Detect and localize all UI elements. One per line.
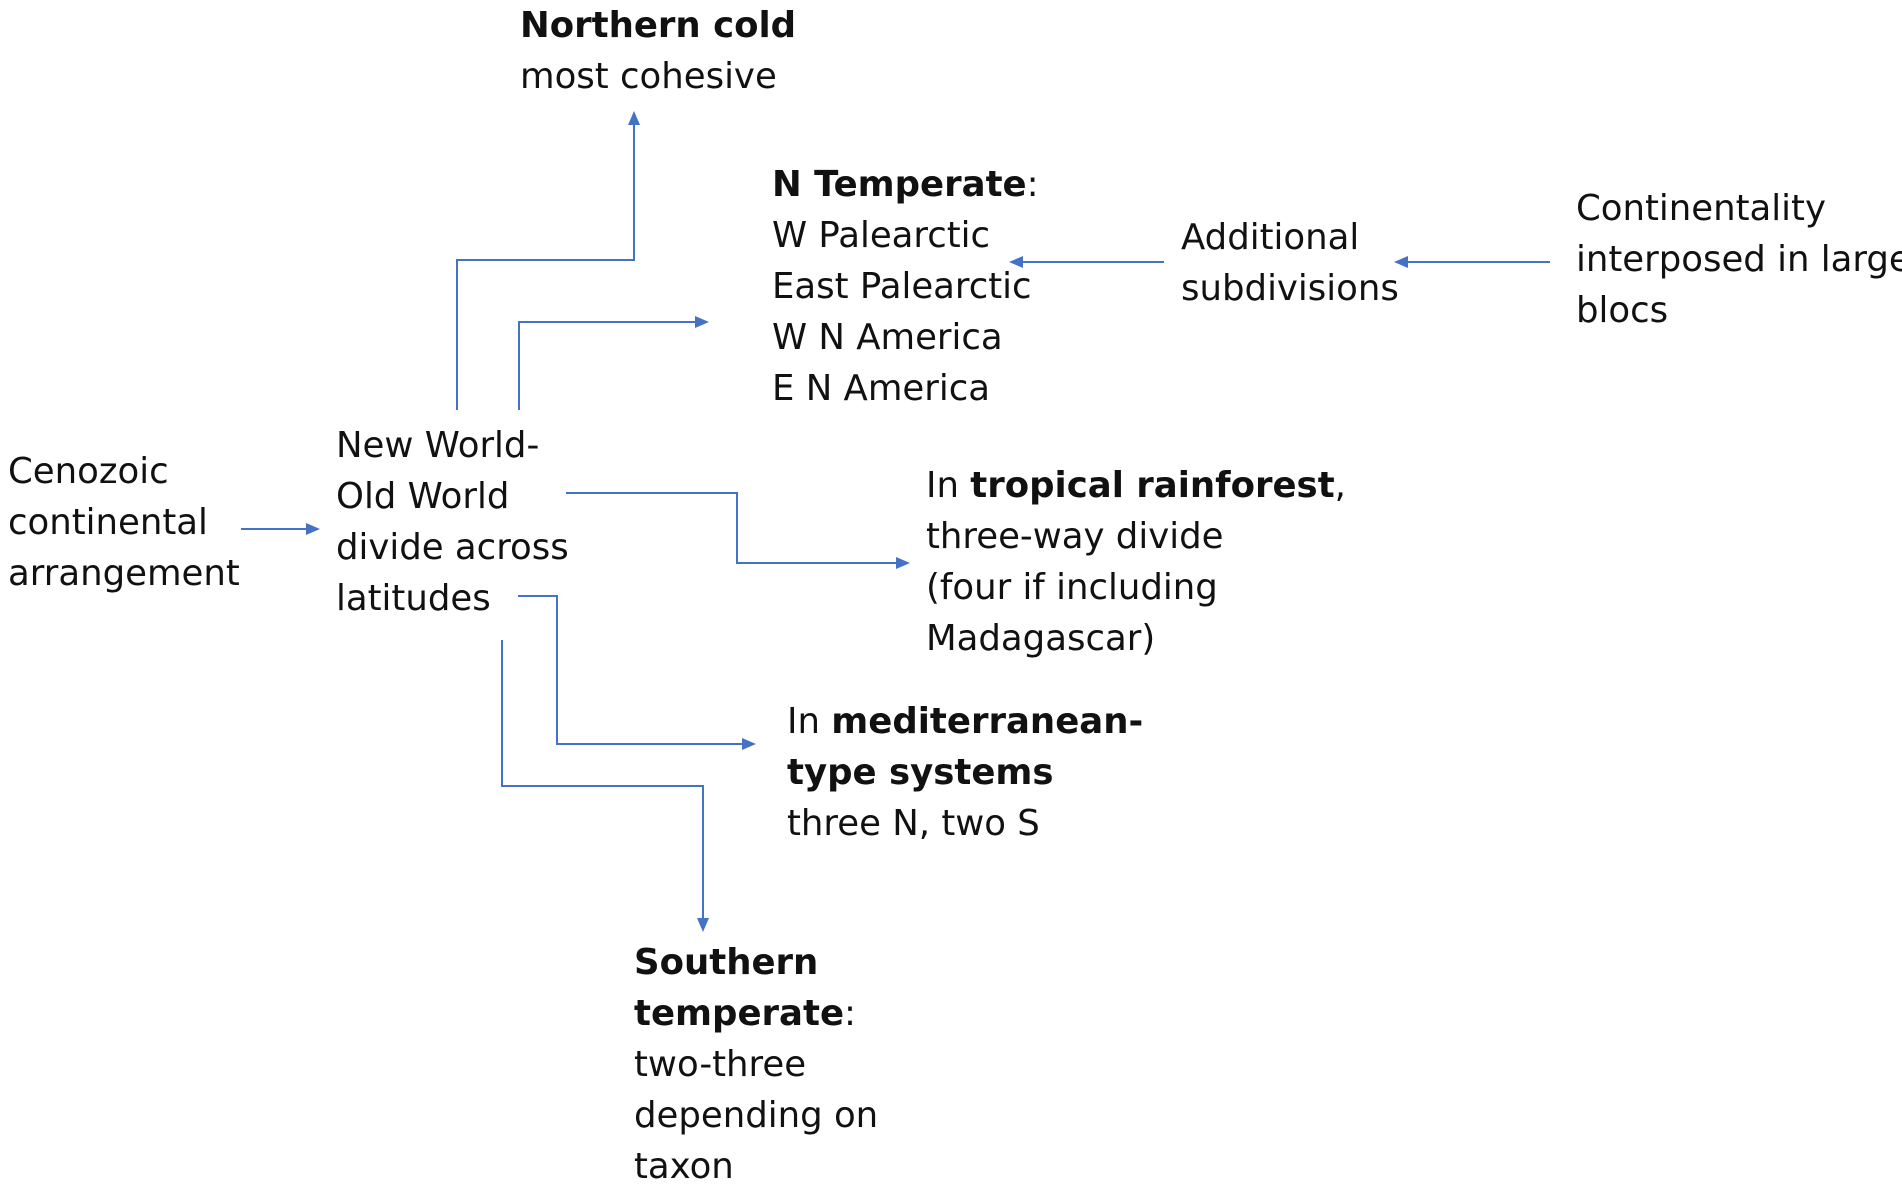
node-mediterranean: In mediterranean- type systems three N, …: [787, 696, 1143, 849]
node-divide-line-2: Old World: [336, 476, 510, 517]
southern-colon: :: [844, 993, 857, 1034]
tropical-title: tropical rainforest: [970, 465, 1335, 506]
node-cenozoic-line-2: continental: [8, 502, 208, 543]
n-temperate-line-2: East Palearctic: [772, 266, 1032, 307]
arrow-divide-to-northern-cold: [456, 111, 640, 410]
tropical-comma: ,: [1334, 465, 1346, 506]
node-northern-cold: Northern cold most cohesive: [520, 0, 796, 102]
node-divide-line-1: New World-: [336, 425, 540, 466]
tropical-line-3: Madagascar): [926, 618, 1156, 659]
mediterranean-title-2: type systems: [787, 752, 1054, 793]
node-tropical: In tropical rainforest, three-way divide…: [926, 460, 1346, 664]
southern-line-3: taxon: [634, 1146, 734, 1187]
n-temperate-line-3: W N America: [772, 317, 1003, 358]
arrow-continentality-to-additional: [1394, 256, 1550, 268]
arrow-divide-to-southern: [501, 640, 709, 932]
arrow-cenozoic-to-divide: [241, 523, 320, 535]
mediterranean-prefix: In: [787, 701, 832, 742]
northern-cold-title: Northern cold: [520, 5, 797, 46]
additional-line-1: Additional: [1181, 217, 1360, 258]
tropical-prefix: In: [926, 465, 971, 506]
tropical-line-1: three-way divide: [926, 516, 1224, 557]
node-continentality: Continentality interposed in large blocs: [1576, 183, 1902, 336]
tropical-line-2: (four if including: [926, 567, 1218, 608]
node-cenozoic-line-1: Cenozoic: [8, 451, 169, 492]
arrow-divide-to-mediterranean: [518, 595, 756, 750]
node-divide: New World- Old World divide across latit…: [336, 420, 569, 624]
continentality-line-1: Continentality: [1576, 188, 1826, 229]
arrow-divide-to-n-temperate: [518, 316, 709, 410]
n-temperate-title: N Temperate: [772, 164, 1027, 205]
southern-title-1: Southern: [634, 942, 819, 983]
node-southern: Southern temperate: two-three depending …: [634, 937, 878, 1192]
continentality-line-2: interposed in large: [1576, 239, 1902, 280]
southern-line-2: depending on: [634, 1095, 879, 1136]
node-n-temperate: N Temperate: W Palearctic East Palearcti…: [772, 159, 1039, 414]
mediterranean-title-1: mediterranean-: [831, 701, 1144, 742]
northern-cold-desc: most cohesive: [520, 56, 777, 97]
n-temperate-colon: :: [1026, 164, 1039, 205]
southern-title-2: temperate: [634, 993, 845, 1034]
node-cenozoic-line-3: arrangement: [8, 553, 240, 594]
n-temperate-line-1: W Palearctic: [772, 215, 991, 256]
arrow-additional-to-n-temperate: [1009, 256, 1164, 268]
continentality-line-3: blocs: [1576, 290, 1669, 331]
southern-line-1: two-three: [634, 1044, 807, 1085]
node-cenozoic: Cenozoic continental arrangement: [8, 446, 240, 599]
arrow-divide-to-tropical: [566, 492, 910, 569]
n-temperate-line-4: E N America: [772, 368, 990, 409]
node-divide-line-4: latitudes: [336, 578, 491, 619]
node-additional: Additional subdivisions: [1181, 212, 1399, 314]
mediterranean-desc: three N, two S: [787, 803, 1040, 844]
node-divide-line-3: divide across: [336, 527, 569, 568]
additional-line-2: subdivisions: [1181, 268, 1399, 309]
